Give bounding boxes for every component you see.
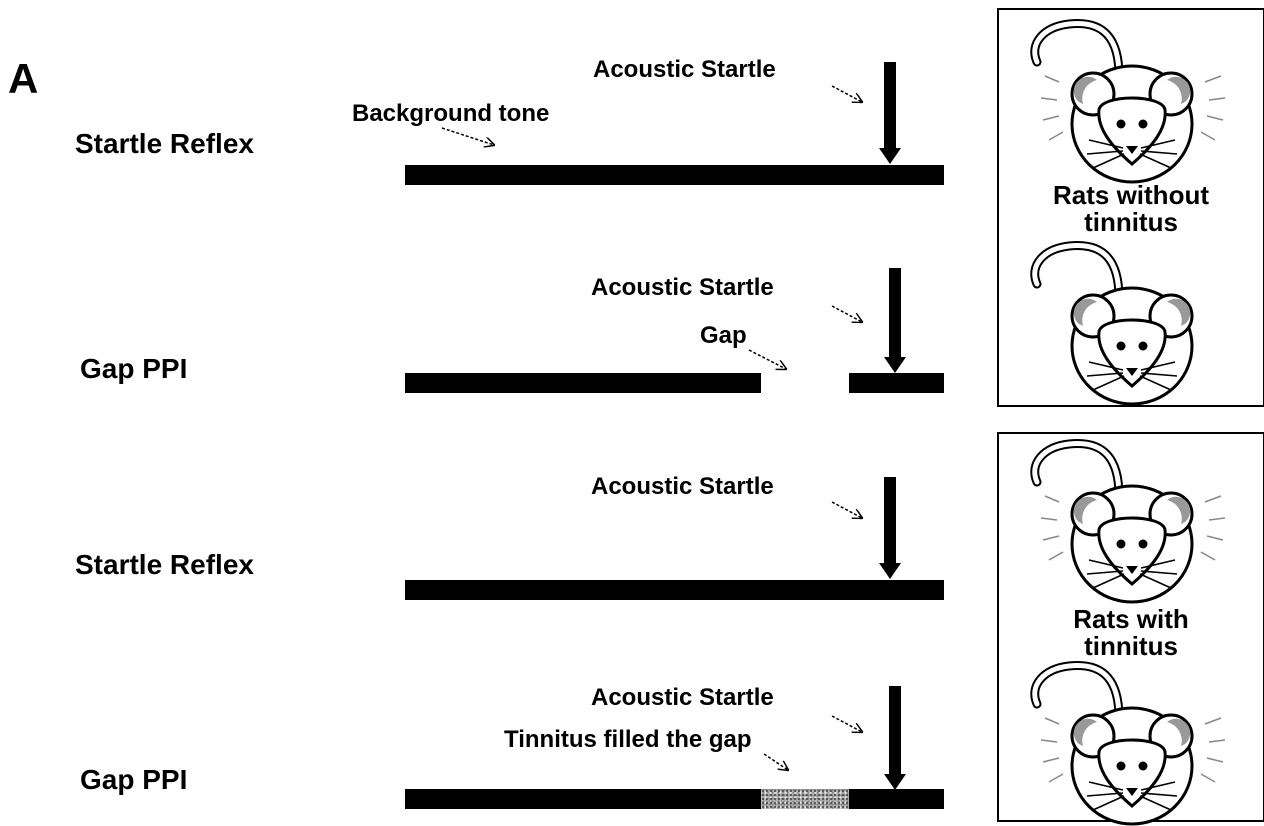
acoustic-startle-label-3: Acoustic Startle: [591, 473, 774, 500]
pointer-arrow-startle-3: [0, 0, 1, 1]
rat-startled-icon: [1017, 14, 1237, 184]
row-label-gap-ppi-1: Gap PPI: [80, 353, 188, 384]
pointer-arrow-startle-4: [0, 0, 1, 1]
acoustic-startle-label-2: Acoustic Startle: [591, 274, 774, 301]
acoustic-startle-label-1: Acoustic Startle: [593, 56, 776, 83]
rats-without-tinnitus-box: Rats without tinnitus: [997, 8, 1264, 407]
rats-without-tinnitus-label: Rats without tinnitus: [999, 182, 1263, 236]
background-tone-bar-2b: [849, 373, 944, 393]
tinnitus-filled-gap-label: Tinnitus filled the gap: [504, 726, 752, 753]
startle-arrow-3: [879, 477, 901, 579]
row-label-startle-reflex-1: Startle Reflex: [75, 128, 254, 159]
startle-arrow-4: [884, 686, 906, 790]
row-label-gap-ppi-2: Gap PPI: [80, 764, 188, 795]
startle-arrow-1: [879, 62, 901, 164]
box-label-line2: tinnitus: [1084, 207, 1178, 237]
pointer-arrow-background-tone: [0, 0, 1, 1]
background-tone-bar-4b: [849, 789, 944, 809]
background-tone-bar-1: [405, 165, 944, 185]
rat-startled-icon: [1017, 434, 1237, 604]
rats-with-tinnitus-label: Rats with tinnitus: [999, 606, 1263, 660]
pointer-arrow-startle-2: [0, 0, 1, 1]
box-label-line1: Rats with: [1073, 604, 1189, 634]
background-tone-label: Background tone: [352, 100, 550, 127]
background-tone-bar-2a: [405, 373, 761, 393]
acoustic-startle-label-4: Acoustic Startle: [591, 684, 774, 711]
panel-letter: A: [8, 55, 39, 102]
box-label-line1: Rats without: [1053, 180, 1209, 210]
tinnitus-noise-fill: [761, 789, 849, 809]
pointer-arrow-gap: [0, 0, 1, 1]
row-label-startle-reflex-2: Startle Reflex: [75, 549, 254, 580]
startle-arrow-2: [884, 268, 906, 373]
rat-calm-icon: [1017, 236, 1237, 406]
pointer-arrow-startle-1: [0, 0, 1, 1]
rat-startled-icon: [1017, 656, 1237, 826]
gap-label: Gap: [700, 322, 747, 349]
background-tone-bar-4a: [405, 789, 761, 809]
rats-with-tinnitus-box: Rats with tinnitus: [997, 432, 1264, 822]
pointer-arrow-tinnitus: [0, 0, 1, 1]
box-label-line2: tinnitus: [1084, 631, 1178, 661]
background-tone-bar-3: [405, 580, 944, 600]
